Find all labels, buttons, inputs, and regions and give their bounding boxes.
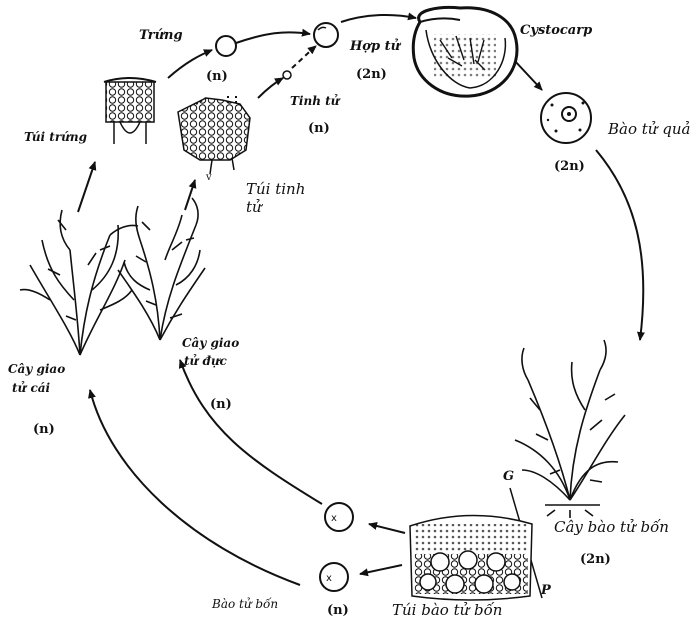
cystocarp-illustration xyxy=(413,8,517,97)
tetraspore-upper: x xyxy=(325,503,353,531)
label-male-gametophyte-ploidy: (n) xyxy=(210,397,232,412)
label-spermatangium-1: Túi tinh xyxy=(246,180,305,198)
tetrasporophyte-plant xyxy=(515,340,625,518)
arrow-spermatangium-to-spermatium xyxy=(258,78,283,98)
label-spermatium: Tinh tử xyxy=(290,94,339,108)
label-egg: Trứng xyxy=(139,28,183,43)
label-female-gametophyte-2: tử cái xyxy=(12,381,50,395)
label-p-marker: P xyxy=(541,583,551,598)
spermatium-cell xyxy=(283,71,291,79)
label-oogonium: Túi trứng xyxy=(24,130,87,144)
label-spermatangium-2: tử xyxy=(246,198,262,216)
label-female-gametophyte-ploidy: (n) xyxy=(33,422,55,437)
label-tetrasporangium: Túi bào tử bốn xyxy=(392,601,502,619)
spermatangium-illustration: v xyxy=(178,96,250,183)
label-g-marker: G xyxy=(503,469,514,484)
label-carpospore: Bào tử quả xyxy=(608,120,690,138)
zygote-cell xyxy=(314,23,338,47)
egg-cell xyxy=(216,36,236,56)
arrow-tetrasporangium-to-spore-lower xyxy=(360,565,402,574)
label-tetraspore-ploidy: (n) xyxy=(327,603,349,618)
arrow-spore-to-male-gametophyte xyxy=(180,360,322,504)
svg-text:x: x xyxy=(331,513,337,524)
oogonium-illustration xyxy=(104,78,156,144)
label-zygote: Hợp tử xyxy=(350,39,400,54)
label-cystocarp: Cystocarp xyxy=(520,23,592,38)
arrow-egg-to-zygote xyxy=(236,32,310,43)
female-gametophyte-plant xyxy=(20,210,138,355)
arrow-female-to-oogonium xyxy=(78,162,95,212)
arrow-male-to-spermatangium xyxy=(185,180,195,210)
label-tetraspore: Bào tử bốn xyxy=(212,597,278,611)
label-tetrasporophyte: Cây bào tử bốn xyxy=(554,518,669,536)
carpospore-illustration xyxy=(541,93,591,143)
male-gametophyte-plant xyxy=(118,198,205,340)
svg-text:x: x xyxy=(326,573,332,584)
arrow-cystocarp-to-carpospore xyxy=(514,60,542,90)
arrow-carpospore-to-tetrasporophyte xyxy=(596,150,643,340)
label-spermatium-ploidy: (n) xyxy=(308,121,330,136)
label-male-gametophyte-1: Cây giao xyxy=(182,336,239,350)
arrow-spermatium-to-zygote xyxy=(292,46,316,68)
label-zygote-ploidy: (2n) xyxy=(356,67,387,82)
label-tetrasporophyte-ploidy: (2n) xyxy=(580,552,611,567)
label-female-gametophyte-1: Cây giao xyxy=(8,362,65,376)
svg-text:v: v xyxy=(205,172,212,183)
label-male-gametophyte-2: tử đực xyxy=(184,354,227,368)
tetraspore-lower: x xyxy=(320,563,348,591)
arrow-tetrasporangium-to-spore-upper xyxy=(369,524,405,533)
arrow-zygote-to-cystocarp xyxy=(341,15,416,22)
label-egg-ploidy: (n) xyxy=(206,69,228,84)
label-carpospore-ploidy: (2n) xyxy=(554,159,585,174)
arrow-spore-to-female-gametophyte xyxy=(90,390,300,585)
tetrasporangium-illustration xyxy=(410,515,532,600)
